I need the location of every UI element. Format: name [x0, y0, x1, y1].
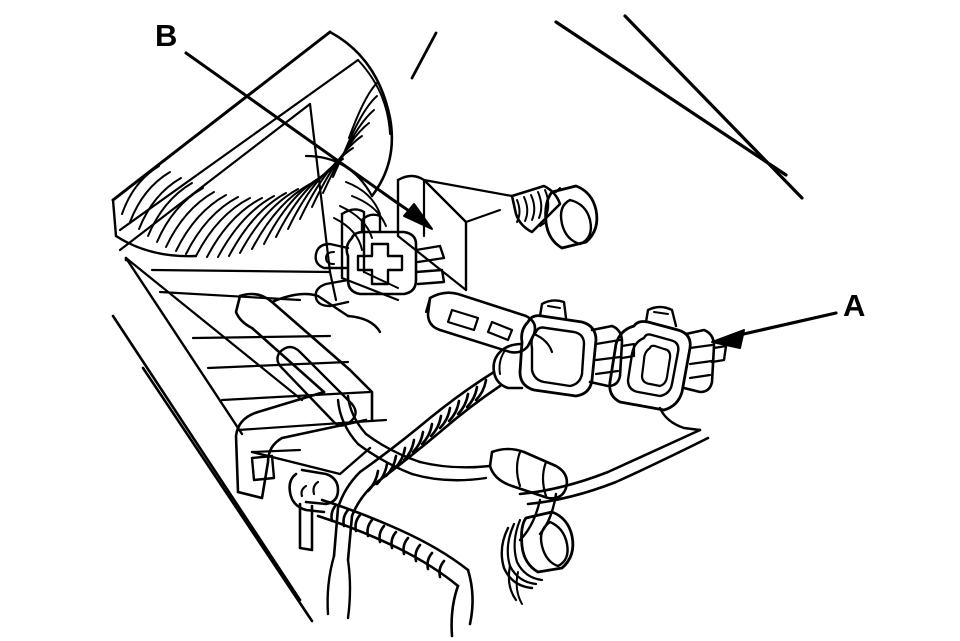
hex-flange-bolt [510, 184, 599, 250]
harness-retainer-clip [314, 213, 446, 308]
mounting-bracket [234, 292, 382, 500]
callout-a-arrow [711, 311, 838, 349]
bracket-backing-plate [340, 174, 514, 302]
background-panel-lines [111, 314, 314, 623]
bracket-tab-slotted [424, 291, 554, 354]
callout-label-b: B [155, 18, 178, 53]
corrugated-wire-loom [316, 370, 502, 638]
corrugated-air-duct [111, 30, 394, 258]
callout-b-leader [184, 51, 433, 230]
harness-clip-lower [288, 468, 340, 552]
callout-label-a: A [843, 288, 866, 323]
plain-wire-runs [336, 394, 710, 542]
connector-female-half [608, 305, 728, 432]
splice-sleeve [488, 447, 569, 500]
hex-nut-grommet [500, 510, 575, 605]
body-panel-edges [410, 14, 804, 200]
